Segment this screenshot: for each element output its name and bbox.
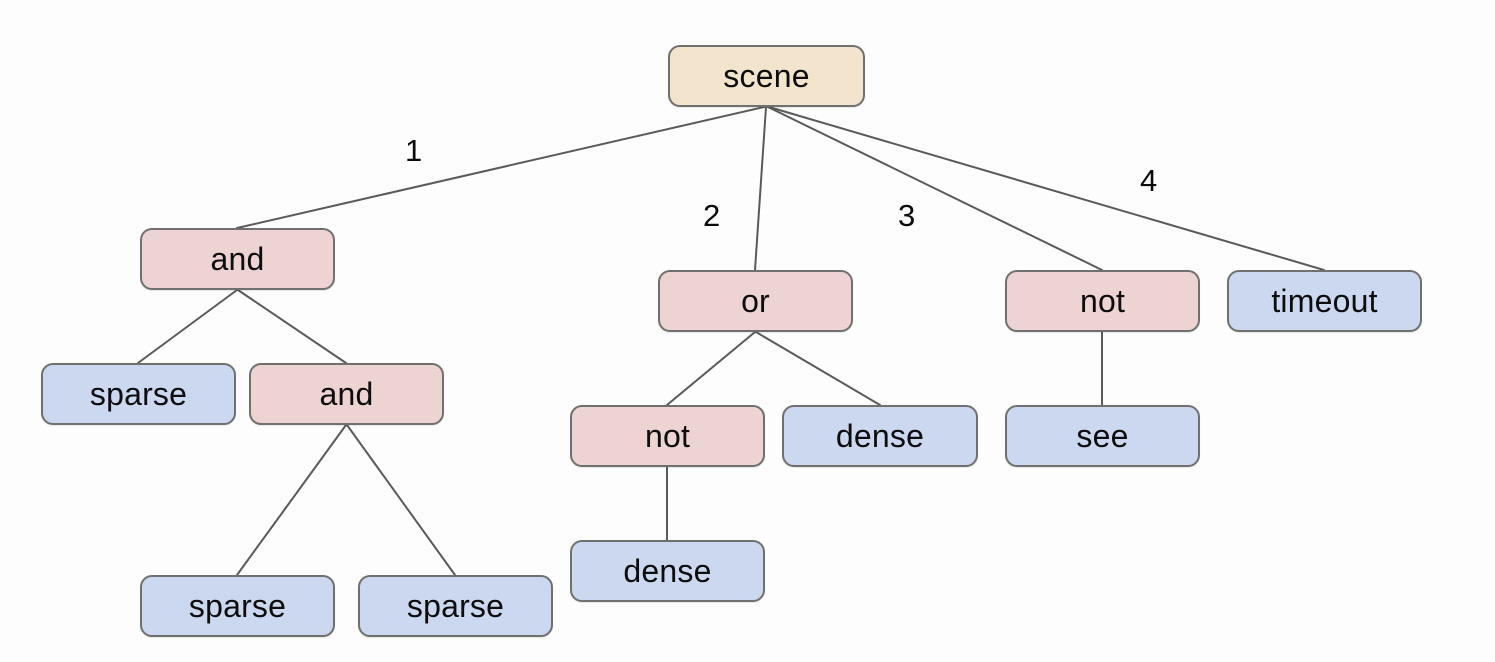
node-label: dense [623,553,712,589]
node-label: sparse [406,588,505,624]
edge-or1-to-dense_r [755,331,881,406]
node-sparse3[interactable]: sparse [358,575,553,637]
node-timeout[interactable]: timeout [1227,270,1422,332]
node-not_m[interactable]: not [570,405,765,467]
node-scene[interactable]: scene [668,45,865,107]
node-label: scene [723,58,810,94]
node-label: sparse [89,376,188,412]
edge-and2-to-sparse3 [346,424,456,576]
edge-label-1: 1 [405,133,423,168]
edge-label-3: 3 [898,198,916,233]
node-dense_r[interactable]: dense [782,405,978,467]
node-not_r[interactable]: not [1005,270,1200,332]
edge-scene-to-or1 [754,106,767,271]
node-label: not [1079,283,1126,319]
node-label: and [319,376,374,412]
node-label: timeout [1271,283,1378,319]
node-see[interactable]: see [1005,405,1200,467]
node-or1[interactable]: or [658,270,853,332]
node-sparse2[interactable]: sparse [140,575,335,637]
edge-or1-to-not_m [666,331,756,406]
node-and1[interactable]: and [140,228,335,290]
node-label: see [1076,418,1129,454]
node-label: not [644,418,691,454]
edge-label-2: 2 [703,198,721,233]
node-label: or [741,283,770,319]
edge-and2-to-sparse2 [236,424,347,576]
node-and2[interactable]: and [249,363,444,425]
edge-scene-to-not_r [767,106,1103,271]
node-label: and [210,241,265,277]
edge-scene-to-and1 [236,106,765,229]
node-label: sparse [188,588,287,624]
edge-and1-to-sparse1 [137,289,238,364]
node-label: dense [835,418,925,454]
edge-and1-to-and2 [237,289,347,364]
edge-scene-to-timeout [768,106,1325,271]
edge-label-4: 4 [1140,163,1158,198]
node-sparse1[interactable]: sparse [41,363,236,425]
node-dense_b[interactable]: dense [570,540,765,602]
